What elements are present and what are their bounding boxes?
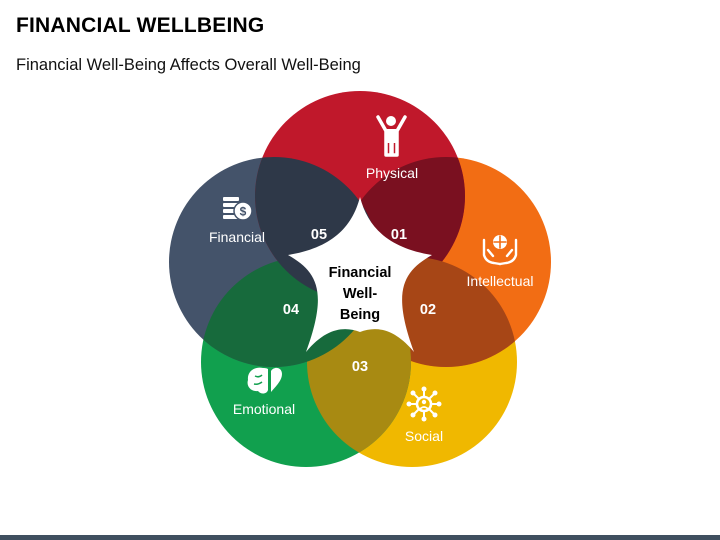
page-subtitle: Financial Well-Being Affects Overall Wel… (16, 56, 361, 74)
center-star (288, 197, 432, 352)
person-arms-up-icon (376, 115, 407, 157)
bottom-accent-bar (0, 535, 720, 540)
page-title: FINANCIAL WELLBEING (16, 14, 265, 37)
label-financial: Financial (209, 229, 265, 245)
center-title-line2: Well- (343, 286, 378, 302)
brain-in-hands-icon (482, 235, 518, 266)
number-02: 02 (420, 302, 436, 318)
label-social: Social (405, 428, 443, 444)
center-title-line3: Being (340, 307, 380, 323)
label-physical: Physical (366, 165, 418, 181)
number-03: 03 (352, 359, 368, 375)
label-emotional: Emotional (233, 401, 295, 417)
money-stack-icon: $ (223, 197, 253, 221)
svg-text:$: $ (240, 205, 247, 219)
label-intellectual: Intellectual (467, 273, 534, 289)
number-05: 05 (311, 227, 327, 243)
network-people-icon (406, 386, 442, 422)
brain-heart-icon (247, 367, 282, 394)
center-title-line1: Financial (329, 265, 392, 281)
number-01: 01 (391, 227, 407, 243)
number-04: 04 (283, 302, 299, 318)
